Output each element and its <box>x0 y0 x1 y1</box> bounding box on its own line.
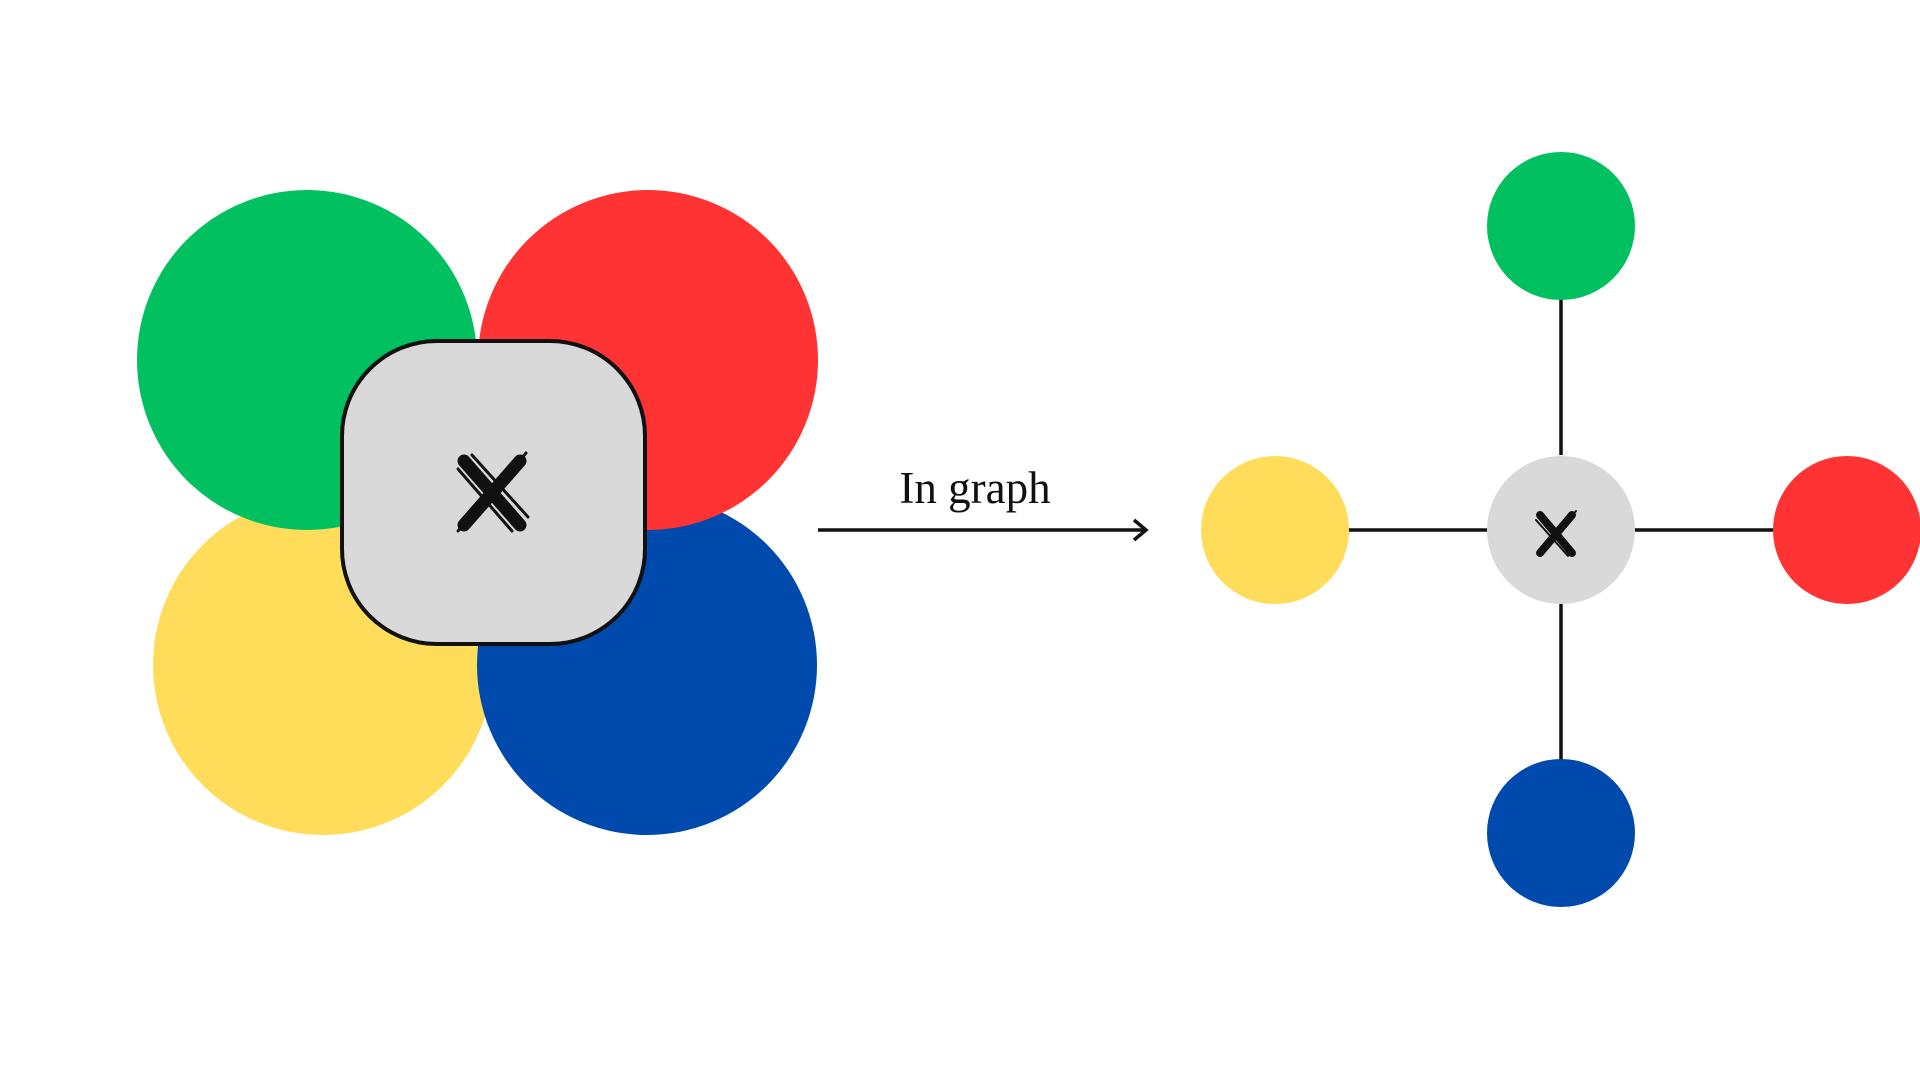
arrow-label: In graph <box>899 463 1050 513</box>
overlap-view <box>137 190 818 835</box>
cross-mark-icon <box>1535 510 1577 557</box>
node-green <box>1487 152 1635 300</box>
transform-arrow: In graph <box>818 463 1149 542</box>
node-red <box>1773 456 1920 604</box>
graph-view <box>1201 152 1920 907</box>
node-blue <box>1487 759 1635 907</box>
node-yellow <box>1201 456 1349 604</box>
cross-mark-icon <box>456 451 530 533</box>
